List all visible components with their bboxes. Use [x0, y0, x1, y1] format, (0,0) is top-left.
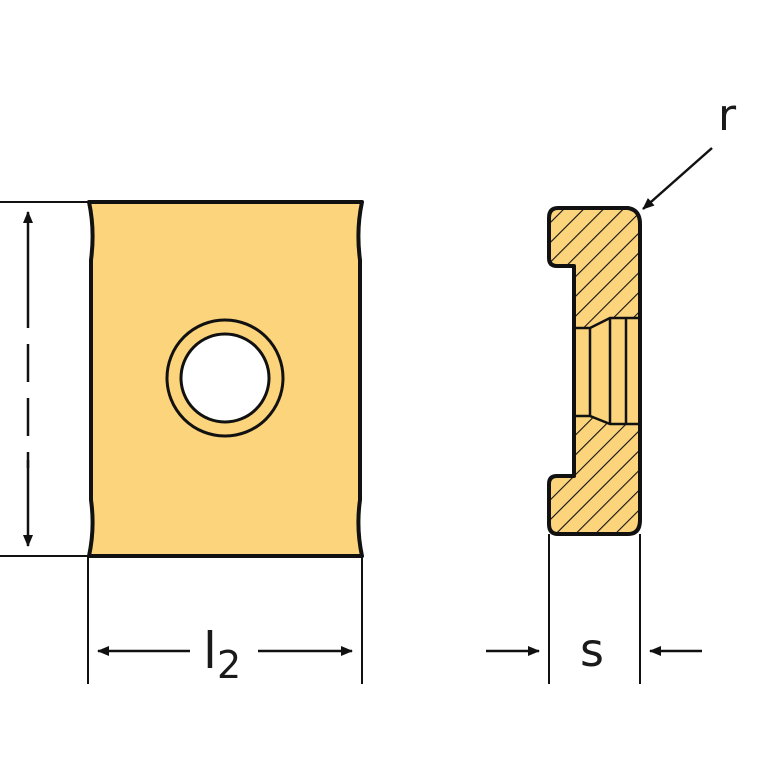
- side-hole-bore: [574, 316, 640, 426]
- thickness-dimension: s: [486, 534, 702, 684]
- section-hatch-lower: [549, 416, 640, 534]
- side-view: [547, 206, 642, 536]
- mounting-hole: [179, 332, 271, 424]
- radius-label: r: [718, 90, 737, 141]
- length-subscript: 2: [217, 643, 241, 687]
- radius-callout: r: [642, 90, 737, 210]
- front-view: [87, 200, 364, 558]
- thickness-label: s: [580, 623, 604, 677]
- length-label: l: [203, 622, 217, 680]
- height-dimension: [0, 201, 89, 557]
- section-hatch-upper: [549, 208, 640, 328]
- length-dimension: l 2: [87, 556, 363, 687]
